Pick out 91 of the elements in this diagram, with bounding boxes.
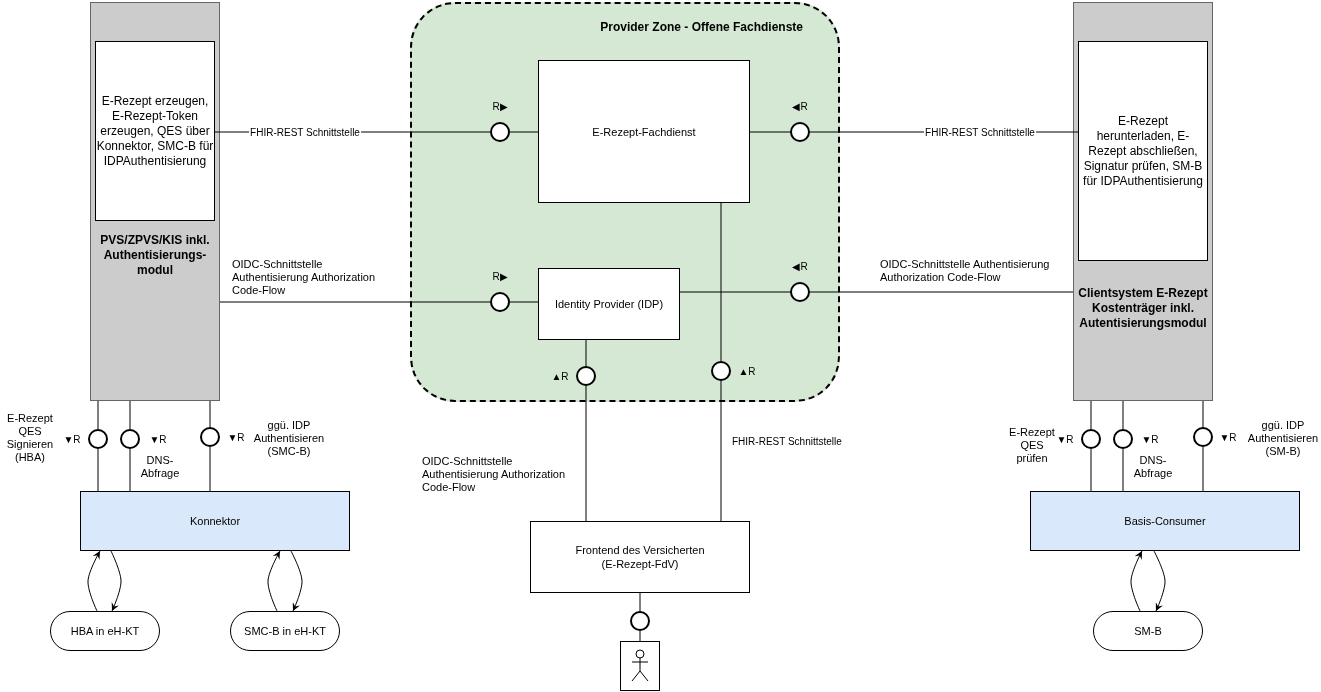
connector-line <box>97 448 99 492</box>
connector-line <box>129 448 131 492</box>
actor-box <box>620 641 660 691</box>
connector-line <box>639 592 641 612</box>
interface-label: E-Rezept QES Signieren (HBA) <box>5 412 55 464</box>
arrow <box>1153 550 1166 612</box>
component-box <box>530 521 750 593</box>
connector-line <box>639 630 641 642</box>
connector-line <box>720 202 722 362</box>
card-terminal-pill <box>50 611 160 651</box>
component-box <box>95 41 215 221</box>
interface-circle <box>490 292 510 312</box>
system-panel <box>1073 2 1213 401</box>
box-label: Basis-Consumer <box>1124 514 1206 528</box>
connector-line <box>679 291 791 293</box>
connector-line <box>129 400 131 430</box>
interface-circle <box>200 427 220 447</box>
card-terminal-pill <box>1093 611 1203 651</box>
box-label: Identity Provider (IDP) <box>554 297 664 311</box>
interface-circle <box>711 361 731 381</box>
connector-line <box>509 301 539 303</box>
component-box <box>1078 41 1208 261</box>
component-box <box>538 268 680 340</box>
connector-line <box>509 131 539 133</box>
connector-line <box>585 339 587 367</box>
connector-line <box>749 131 791 133</box>
arrow <box>110 550 122 612</box>
connector-line <box>1202 400 1204 428</box>
interface-circle <box>1113 429 1133 449</box>
interface-marker: ▲R <box>738 364 756 378</box>
interface-marker: ▼R <box>1141 432 1159 446</box>
arrow <box>267 550 281 612</box>
connector-line <box>1090 448 1092 492</box>
arrow <box>1130 550 1143 612</box>
interface-circle <box>1081 429 1101 449</box>
connector-line <box>1090 400 1092 430</box>
interface-circle <box>576 366 596 386</box>
interface-marker: ◀R <box>792 259 808 273</box>
connector-line <box>1122 448 1124 492</box>
box-label: SMC-B in eH-KT <box>244 624 326 638</box>
interface-marker: ▼R <box>149 432 167 446</box>
interface-circle <box>1193 427 1213 447</box>
box-label: SM-B <box>1134 624 1162 638</box>
interface-label: ggü. IDP Authentisieren (SM-B) <box>1246 418 1320 458</box>
system-panel <box>90 2 220 401</box>
zone-area <box>410 2 840 402</box>
group-title: Provider Zone - Offene Fachdienste <box>600 20 803 35</box>
interface-marker: ▼R <box>227 430 245 444</box>
box-label: HBA in eH-KT <box>70 624 140 638</box>
interface-marker: ▼R <box>1219 430 1237 444</box>
connector-box <box>80 491 350 551</box>
interface-label: DNS-Abfrage <box>139 454 181 480</box>
component-box <box>538 60 750 203</box>
interface-label: ggü. IDP Authentisieren (SMC-B) <box>252 418 326 458</box>
card-terminal-pill <box>230 611 340 651</box>
group-title: PVS/ZPVS/KIS inkl. Authentisierungs-modul <box>99 233 211 278</box>
interface-marker: ▲R <box>551 369 569 383</box>
arrow <box>290 550 303 612</box>
edge-label: FHIR-REST Schnittstelle <box>731 435 843 448</box>
connector-box <box>1030 491 1300 551</box>
interface-marker: ◀R <box>792 99 808 113</box>
box-label: Frontend des Versicherten (E-Rezept-FdV) <box>574 543 706 571</box>
interface-marker: ▼R <box>63 432 81 446</box>
connector-line <box>1202 446 1204 492</box>
box-label: Konnektor <box>189 514 241 528</box>
interface-label: E-Rezept QES prüfen <box>1008 425 1056 465</box>
interface-circle <box>490 122 510 142</box>
interface-circle <box>88 429 108 449</box>
connector-line <box>1122 400 1124 430</box>
connector-line <box>809 291 1074 293</box>
connector-line <box>219 301 491 303</box>
interface-marker: R▶ <box>492 269 508 283</box>
connector-line <box>209 400 211 428</box>
arrow <box>87 550 101 612</box>
box-label: E-Rezept herunterladen, E-Rezept abschließen, Signatur prüfen, SM-B für IDPAuthentisierung <box>1082 113 1204 189</box>
box-label: E-Rezept-Fachdienst <box>592 124 696 139</box>
interface-marker: ▼R <box>1056 432 1074 446</box>
interface-circle <box>630 611 650 631</box>
group-title: Clientsystem E-Rezept Kostenträger inkl. Autentisierungsmodul <box>1077 286 1209 331</box>
connector-line <box>209 446 211 492</box>
interface-circle <box>790 122 810 142</box>
edge-label: FHIR-REST Schnittstelle <box>924 125 1036 139</box>
box-label: E-Rezept erzeugen, E-Rezept-Token erzeugen, QES über Konnektor, SMC-B für IDPAuthentisierung <box>96 93 214 169</box>
connector-line <box>720 380 722 522</box>
interface-circle <box>790 282 810 302</box>
interface-label: DNS-Abfrage <box>1132 454 1174 480</box>
interface-marker: R▶ <box>492 99 508 113</box>
connector-line <box>585 385 587 522</box>
interface-circle <box>120 429 140 449</box>
connector-line <box>97 400 99 430</box>
edge-label: FHIR-REST Schnittstelle <box>249 125 361 139</box>
